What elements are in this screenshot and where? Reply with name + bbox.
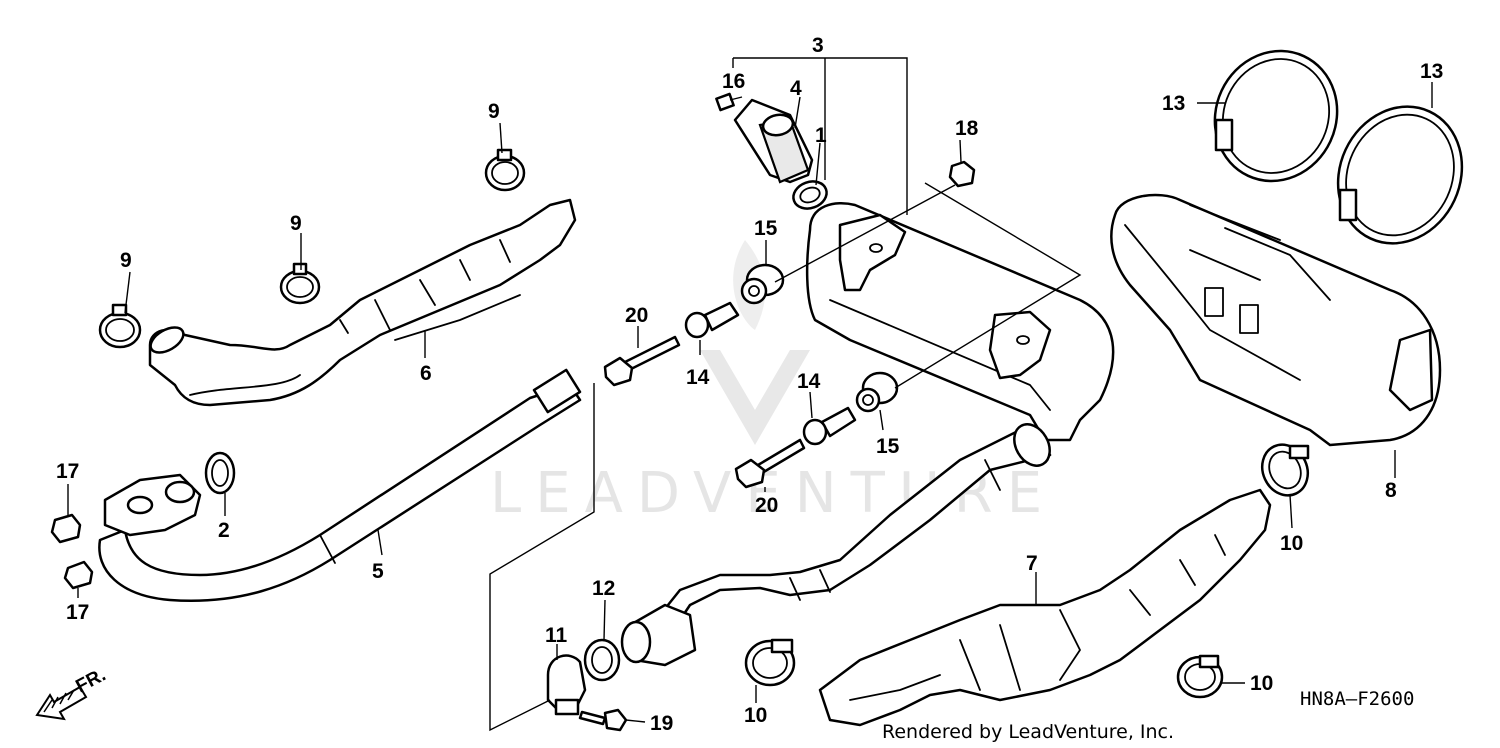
- callout-18: 18: [955, 117, 979, 140]
- part-7-heat-shield-lower: [818, 488, 1272, 727]
- part-13-band-upper: [1213, 49, 1339, 183]
- callout-9-top: 9: [488, 100, 500, 123]
- callout-9-left: 9: [120, 249, 132, 272]
- callouts: 3 4 16 1 18 15 20 14 14 15 20 9 9 9 6 5 …: [56, 34, 1443, 735]
- callout-3: 3: [812, 34, 824, 57]
- callout-17-lower: 17: [66, 601, 89, 624]
- callout-16: 16: [722, 70, 745, 93]
- part-17-nut-lower: [63, 560, 94, 590]
- part-14-collar-lower: [802, 406, 857, 446]
- part-6-heat-shield-upper: [148, 198, 577, 407]
- callout-10-lower: 10: [1250, 672, 1273, 695]
- callout-15-lower: 15: [876, 435, 900, 458]
- part-18-nut: [948, 160, 976, 188]
- part-20-bolt-lower: [734, 438, 806, 489]
- part-10-clamp-lower-right: [1176, 654, 1224, 699]
- leader-lines: [67, 57, 1433, 732]
- part-9-clamp-top: [484, 148, 526, 192]
- callout-15-upper: 15: [754, 217, 778, 240]
- callout-12: 12: [592, 577, 615, 600]
- part-14-collar-upper: [684, 301, 740, 339]
- callout-8: 8: [1385, 479, 1397, 502]
- callout-1: 1: [815, 124, 827, 147]
- callout-13-left: 13: [1162, 92, 1185, 115]
- part-20-bolt-upper: [603, 335, 681, 387]
- part-15-grommet-lower: [855, 371, 899, 413]
- part-3-muffler: [805, 202, 1115, 442]
- part-2-gasket: [204, 451, 236, 495]
- pipe-joint: [620, 603, 697, 667]
- part-16-bolt: [715, 92, 735, 112]
- callout-11: 11: [545, 624, 568, 647]
- part-12-gasket-ring: [583, 638, 621, 682]
- callout-13-right: 13: [1420, 60, 1443, 83]
- credit-text: Rendered by LeadVenture, Inc.: [882, 721, 1174, 743]
- callout-9-middle: 9: [290, 212, 302, 235]
- part-1-gasket: [792, 180, 828, 210]
- callout-7: 7: [1026, 552, 1038, 575]
- part-15-grommet-upper: [740, 263, 785, 305]
- callout-17-upper: 17: [56, 460, 79, 483]
- part-4-spark-arrester: [733, 98, 814, 184]
- callout-19: 19: [650, 712, 673, 735]
- callout-10-middle: 10: [744, 704, 767, 727]
- part-13-band-lower: [1336, 105, 1464, 245]
- part-9-clamp-left: [98, 303, 142, 349]
- front-direction-indicator: FR.: [35, 665, 109, 721]
- callout-20-lower: 20: [755, 494, 778, 517]
- callout-20-upper: 20: [625, 304, 648, 327]
- callout-14-lower: 14: [797, 370, 821, 393]
- part-17-nut-upper: [50, 513, 82, 544]
- part-10-clamp-lower-middle: [744, 638, 796, 687]
- part-11-clamp: [546, 654, 587, 716]
- part-10-clamp-right: [1260, 443, 1310, 497]
- part-5-exhaust-pipe: [98, 368, 582, 602]
- part-9-clamp-middle: [279, 262, 321, 305]
- callout-5: 5: [372, 560, 384, 583]
- part-19-bolt: [578, 708, 628, 732]
- callout-6: 6: [420, 362, 432, 385]
- callout-4: 4: [790, 77, 802, 100]
- part-8-muffler-protector: [1110, 193, 1442, 447]
- callout-14-upper: 14: [686, 366, 710, 389]
- callout-10-right: 10: [1280, 532, 1303, 555]
- callout-2: 2: [218, 519, 230, 542]
- diagram-code: HN8A—F2600: [1300, 688, 1414, 710]
